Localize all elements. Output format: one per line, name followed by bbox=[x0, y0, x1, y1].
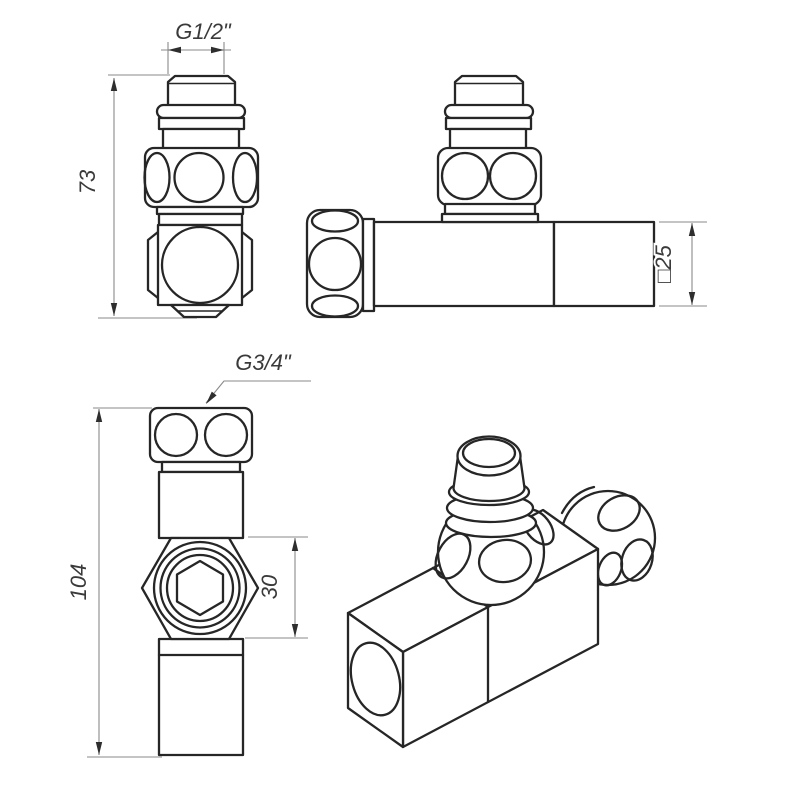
lower-body bbox=[157, 637, 245, 757]
tube-bore bbox=[349, 641, 402, 717]
right-knob-dimple-lower bbox=[596, 551, 624, 587]
main-body bbox=[156, 223, 244, 307]
neck bbox=[448, 127, 528, 151]
dimension-g12: G1/2" bbox=[161, 17, 234, 74]
height-label: 104 bbox=[66, 564, 91, 601]
collar-ring bbox=[155, 103, 247, 120]
knob-dimple-left bbox=[143, 151, 171, 204]
connector-band bbox=[160, 460, 242, 474]
knob-dimple-left bbox=[440, 151, 490, 201]
right-knob-band-arc bbox=[560, 485, 596, 515]
neck bbox=[161, 127, 241, 151]
section-size-label: □25 bbox=[651, 244, 676, 283]
height-label: 73 bbox=[75, 169, 100, 194]
front-view-top: G1/2" 73 bbox=[73, 17, 260, 319]
valve-side bbox=[305, 74, 656, 319]
isometric-view bbox=[346, 435, 657, 749]
right-knob-dimple-top bbox=[597, 494, 641, 532]
leader-arrow bbox=[206, 391, 217, 404]
arrow-down bbox=[291, 624, 299, 637]
dimension-73: 73 bbox=[73, 74, 197, 319]
thread-size-label: G1/2" bbox=[175, 19, 232, 44]
collar-band bbox=[444, 116, 533, 131]
knob-dimple-right bbox=[488, 151, 538, 201]
connector-circle-right bbox=[203, 412, 249, 458]
arrow-up bbox=[688, 223, 696, 236]
nut-ring-outer bbox=[152, 540, 248, 636]
cap-rim-inner bbox=[461, 437, 517, 469]
arrow-down bbox=[688, 292, 696, 305]
arrow-up bbox=[291, 538, 299, 551]
wrench-size-label: 30 bbox=[257, 574, 282, 599]
connector-circle-left bbox=[153, 412, 199, 458]
right-knob-dimple-right bbox=[620, 538, 654, 582]
arrow-up bbox=[95, 409, 103, 422]
front-view-bottom: G3/4" 104 bbox=[64, 348, 311, 758]
body-bore-circle bbox=[160, 225, 240, 305]
collar-band bbox=[157, 116, 246, 131]
thread-stub bbox=[453, 74, 525, 109]
end-knob-dimple-bottom bbox=[310, 294, 360, 318]
valve-front bbox=[143, 74, 260, 319]
valve-front-2 bbox=[140, 406, 260, 757]
top-knob bbox=[434, 435, 555, 607]
flange-band-1 bbox=[443, 202, 537, 216]
end-knob-dimple-mid bbox=[307, 236, 363, 292]
nut-ring-inner bbox=[165, 553, 235, 623]
end-band bbox=[361, 217, 376, 313]
body-section-left bbox=[372, 220, 556, 308]
nut-ring-mid bbox=[159, 547, 241, 629]
side-wing-left bbox=[146, 230, 160, 300]
upper-knob bbox=[143, 146, 260, 209]
dimension-104: 104 bbox=[64, 407, 162, 758]
dimension-25: □25 bbox=[649, 221, 707, 307]
flange-band-2 bbox=[440, 212, 540, 224]
leader-g34: G3/4" bbox=[205, 348, 311, 404]
side-wing-right bbox=[240, 230, 254, 300]
dimension-30: 30 bbox=[245, 536, 308, 639]
arrow-down bbox=[110, 303, 118, 316]
side-view-top: □25 bbox=[305, 74, 707, 319]
knob-dimple-right bbox=[231, 151, 259, 204]
body-section-right bbox=[552, 220, 656, 308]
arrow-right bbox=[211, 46, 224, 54]
arrow-down bbox=[95, 742, 103, 755]
cap-rim bbox=[456, 435, 522, 477]
collar-ring bbox=[443, 103, 535, 120]
thread-stub bbox=[166, 74, 237, 109]
thread-size-label: G3/4" bbox=[235, 350, 292, 375]
flange-band-2 bbox=[157, 212, 244, 227]
arrow-up bbox=[110, 78, 118, 91]
hex-socket bbox=[175, 559, 225, 617]
arrow-left bbox=[168, 46, 181, 54]
upper-body bbox=[157, 470, 245, 540]
knob-dimple-center bbox=[173, 151, 225, 204]
end-knob-dimple-top bbox=[310, 209, 360, 233]
top-knob-dimple-front bbox=[477, 538, 533, 584]
